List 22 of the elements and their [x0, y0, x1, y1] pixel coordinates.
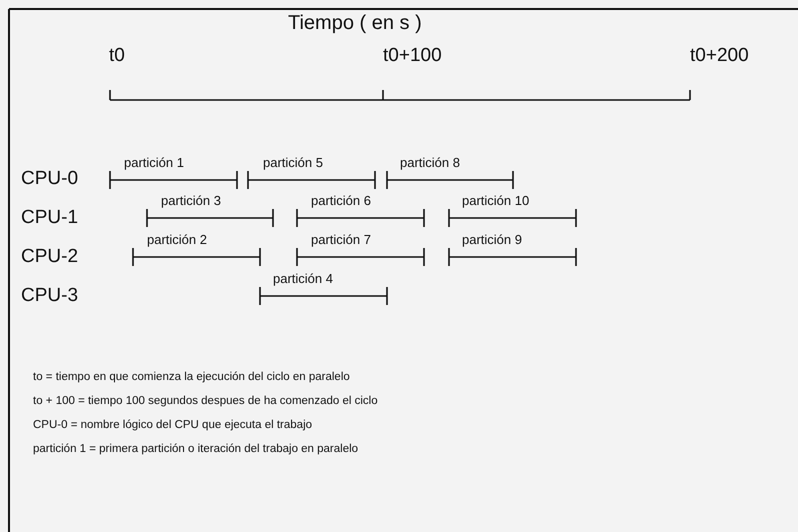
note-text: to = tiempo en que comienza la ejecución del ciclo en paralelo: [33, 371, 350, 383]
partition-label: partición 8: [400, 155, 460, 170]
note-text: to + 100 = tiempo 100 segundos despues de ha comenzado el ciclo: [33, 395, 378, 407]
cpu-label: CPU-0: [21, 168, 78, 190]
note-text: CPU-0 = nombre lógico del CPU que ejecuta el trabajo: [33, 419, 312, 431]
axis-title: Tiempo ( en s ): [288, 12, 422, 35]
partition-label: partición 6: [311, 193, 371, 208]
cpu-label: CPU-1: [21, 207, 78, 229]
note-text: partición 1 = primera partición o iteración del trabajo en paralelo: [33, 443, 358, 455]
partition-label: partición 1: [124, 155, 184, 170]
time-label: t0: [109, 45, 125, 67]
partition-label: partición 2: [147, 232, 207, 247]
partition-label: partición 7: [311, 232, 371, 247]
partition-label: partición 5: [263, 155, 323, 170]
time-label: t0+200: [690, 45, 749, 67]
time-label: t0+100: [383, 45, 442, 67]
cpu-label: CPU-3: [21, 285, 78, 307]
cpu-label: CPU-2: [21, 246, 78, 268]
partition-label: partición 10: [462, 193, 530, 208]
partition-label: partición 4: [273, 271, 333, 286]
partition-label: partición 9: [462, 232, 522, 247]
partition-label: partición 3: [161, 193, 221, 208]
